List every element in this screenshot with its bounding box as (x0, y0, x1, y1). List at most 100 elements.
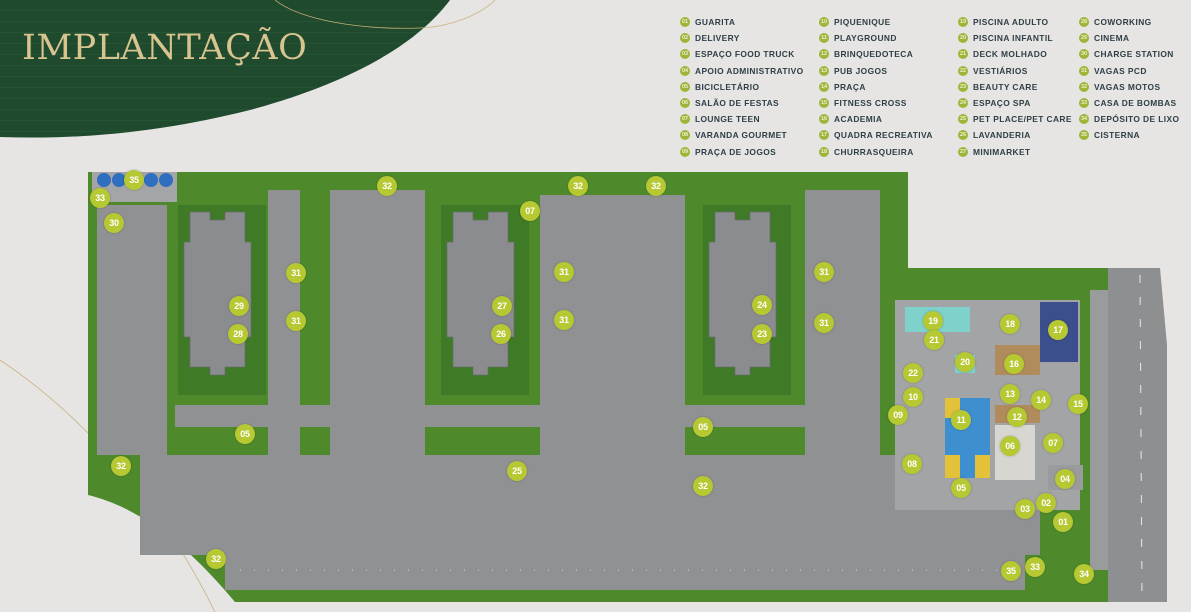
map-marker: 18 (1000, 314, 1020, 334)
legend-number-badge: 04 (680, 65, 690, 76)
legend-number-badge: 12 (819, 49, 829, 60)
legend-number-badge: 18 (819, 146, 829, 157)
legend-item: 33 CASA DE BOMBAS (1079, 95, 1189, 111)
legend-label: BRINQUEDOTECA (834, 49, 914, 60)
legend-number-badge: 29 (1079, 33, 1089, 44)
legend-label: PRAÇA (834, 81, 866, 92)
map-marker: 32 (646, 176, 666, 196)
legend-label: QUADRA RECREATIVA (834, 130, 933, 141)
map-marker: 32 (111, 456, 131, 476)
map-marker: 20 (955, 352, 975, 372)
legend-label: DEPÓSITO DE LIXO (1094, 114, 1180, 125)
map-marker: 13 (1000, 384, 1020, 404)
map-marker: 33 (90, 188, 110, 208)
map-marker: 05 (951, 478, 971, 498)
map-marker: 31 (554, 262, 574, 282)
legend-label: PISCINA ADULTO (973, 17, 1049, 28)
map-marker: 16 (1004, 354, 1024, 374)
legend-label: SALÃO DE FESTAS (695, 98, 780, 109)
legend-label: CASA DE BOMBAS (1094, 98, 1177, 109)
legend-number-badge: 08 (680, 130, 690, 141)
legend-column-3: 19 PISCINA ADULTO 20 PISCINA INFANTIL 21 DECK… (958, 14, 1079, 160)
legend-label: LAVANDERIA (973, 130, 1031, 141)
map-marker: 32 (693, 476, 713, 496)
legend-number-badge: 02 (680, 33, 690, 44)
map-marker: 31 (554, 310, 574, 330)
legend-number-badge: 19 (958, 17, 968, 28)
legend-number-badge: 06 (680, 98, 690, 109)
legend-number-badge: 33 (1079, 98, 1089, 109)
legend-number-badge: 25 (958, 114, 968, 125)
legend-label: GUARITA (695, 17, 736, 28)
map-marker: 30 (104, 213, 124, 233)
map-marker: 07 (1043, 433, 1063, 453)
legend-label: CINEMA (1094, 33, 1130, 44)
legend-label: DECK MOLHADO (973, 49, 1048, 60)
map-marker: 05 (693, 417, 713, 437)
legend-item: 14 PRAÇA (819, 79, 958, 95)
map-marker: 07 (520, 201, 540, 221)
legend-item: 12 BRINQUEDOTECA (819, 46, 958, 62)
legend-label: CISTERNA (1094, 130, 1141, 141)
map-marker: 35 (124, 170, 144, 190)
map-marker: 32 (377, 176, 397, 196)
legend-label: PISCINA INFANTIL (973, 33, 1054, 44)
legend-item: 23 BEAUTY CARE (958, 79, 1079, 95)
legend-label: ESPAÇO FOOD TRUCK (695, 49, 795, 60)
legend-number-badge: 32 (1079, 81, 1089, 92)
legend-number-badge: 31 (1079, 65, 1089, 76)
legend-label: PUB JOGOS (834, 65, 888, 76)
legend-label: PET PLACE/PET CARE (973, 114, 1072, 125)
legend-number-badge: 01 (680, 17, 690, 28)
legend-item: 19 PISCINA ADULTO (958, 14, 1079, 30)
legend-number-badge: 20 (958, 33, 968, 44)
legend-number-badge: 14 (819, 81, 829, 92)
legend-item: 31 VAGAS PCD (1079, 63, 1189, 79)
page-title: IMPLANTAÇÃO (22, 28, 308, 68)
map-marker: 31 (814, 262, 834, 282)
map-marker: 32 (206, 549, 226, 569)
legend-label: PLAYGROUND (834, 33, 897, 44)
legend-number-badge: 10 (819, 17, 829, 28)
legend-number-badge: 28 (1079, 17, 1089, 28)
legend-label: BEAUTY CARE (973, 81, 1038, 92)
legend-item: 29 CINEMA (1079, 30, 1189, 46)
legend-number-badge: 16 (819, 114, 829, 125)
legend-label: VAGAS PCD (1094, 65, 1147, 76)
map-marker: 31 (814, 313, 834, 333)
map-marker: 03 (1015, 499, 1035, 519)
legend-number-badge: 15 (819, 98, 829, 109)
legend-item: 20 PISCINA INFANTIL (958, 30, 1079, 46)
legend-label: VESTIÁRIOS (973, 65, 1028, 76)
legend-number-badge: 13 (819, 65, 829, 76)
map-marker: 01 (1053, 512, 1073, 532)
legend-item: 13 PUB JOGOS (819, 63, 958, 79)
map-marker: 15 (1068, 394, 1088, 414)
legend-item: 01 GUARITA (680, 14, 819, 30)
legend-number-badge: 23 (958, 81, 968, 92)
legend-number-badge: 21 (958, 49, 968, 60)
legend-number-badge: 26 (958, 130, 968, 141)
map-marker: 11 (951, 410, 971, 430)
map-marker: 33 (1025, 557, 1045, 577)
legend-number-badge: 11 (819, 33, 829, 44)
